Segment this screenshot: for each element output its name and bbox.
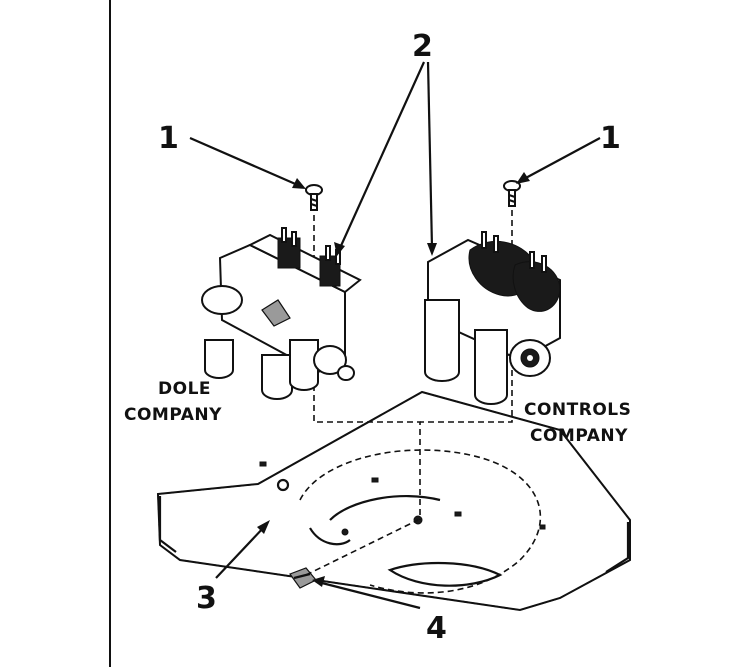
vendor-left-line1: DOLE: [158, 379, 211, 399]
callout-3: 3: [196, 581, 217, 616]
screw-right: [503, 180, 521, 207]
leader-lines: [189, 61, 601, 610]
screw-left: [305, 184, 323, 211]
callout-1-right: 1: [600, 121, 621, 156]
callout-2: 2: [412, 29, 433, 64]
callout-1-left: 1: [158, 121, 179, 156]
retaining-clip: [289, 519, 419, 589]
water-valve-controls: [424, 231, 561, 405]
vendor-right-line1: CONTROLS: [524, 400, 631, 420]
vendor-left-line2: COMPANY: [124, 405, 222, 425]
callout-4: 4: [426, 611, 447, 646]
water-valve-dole: [201, 227, 362, 400]
vendor-right-line2: COMPANY: [530, 426, 628, 446]
